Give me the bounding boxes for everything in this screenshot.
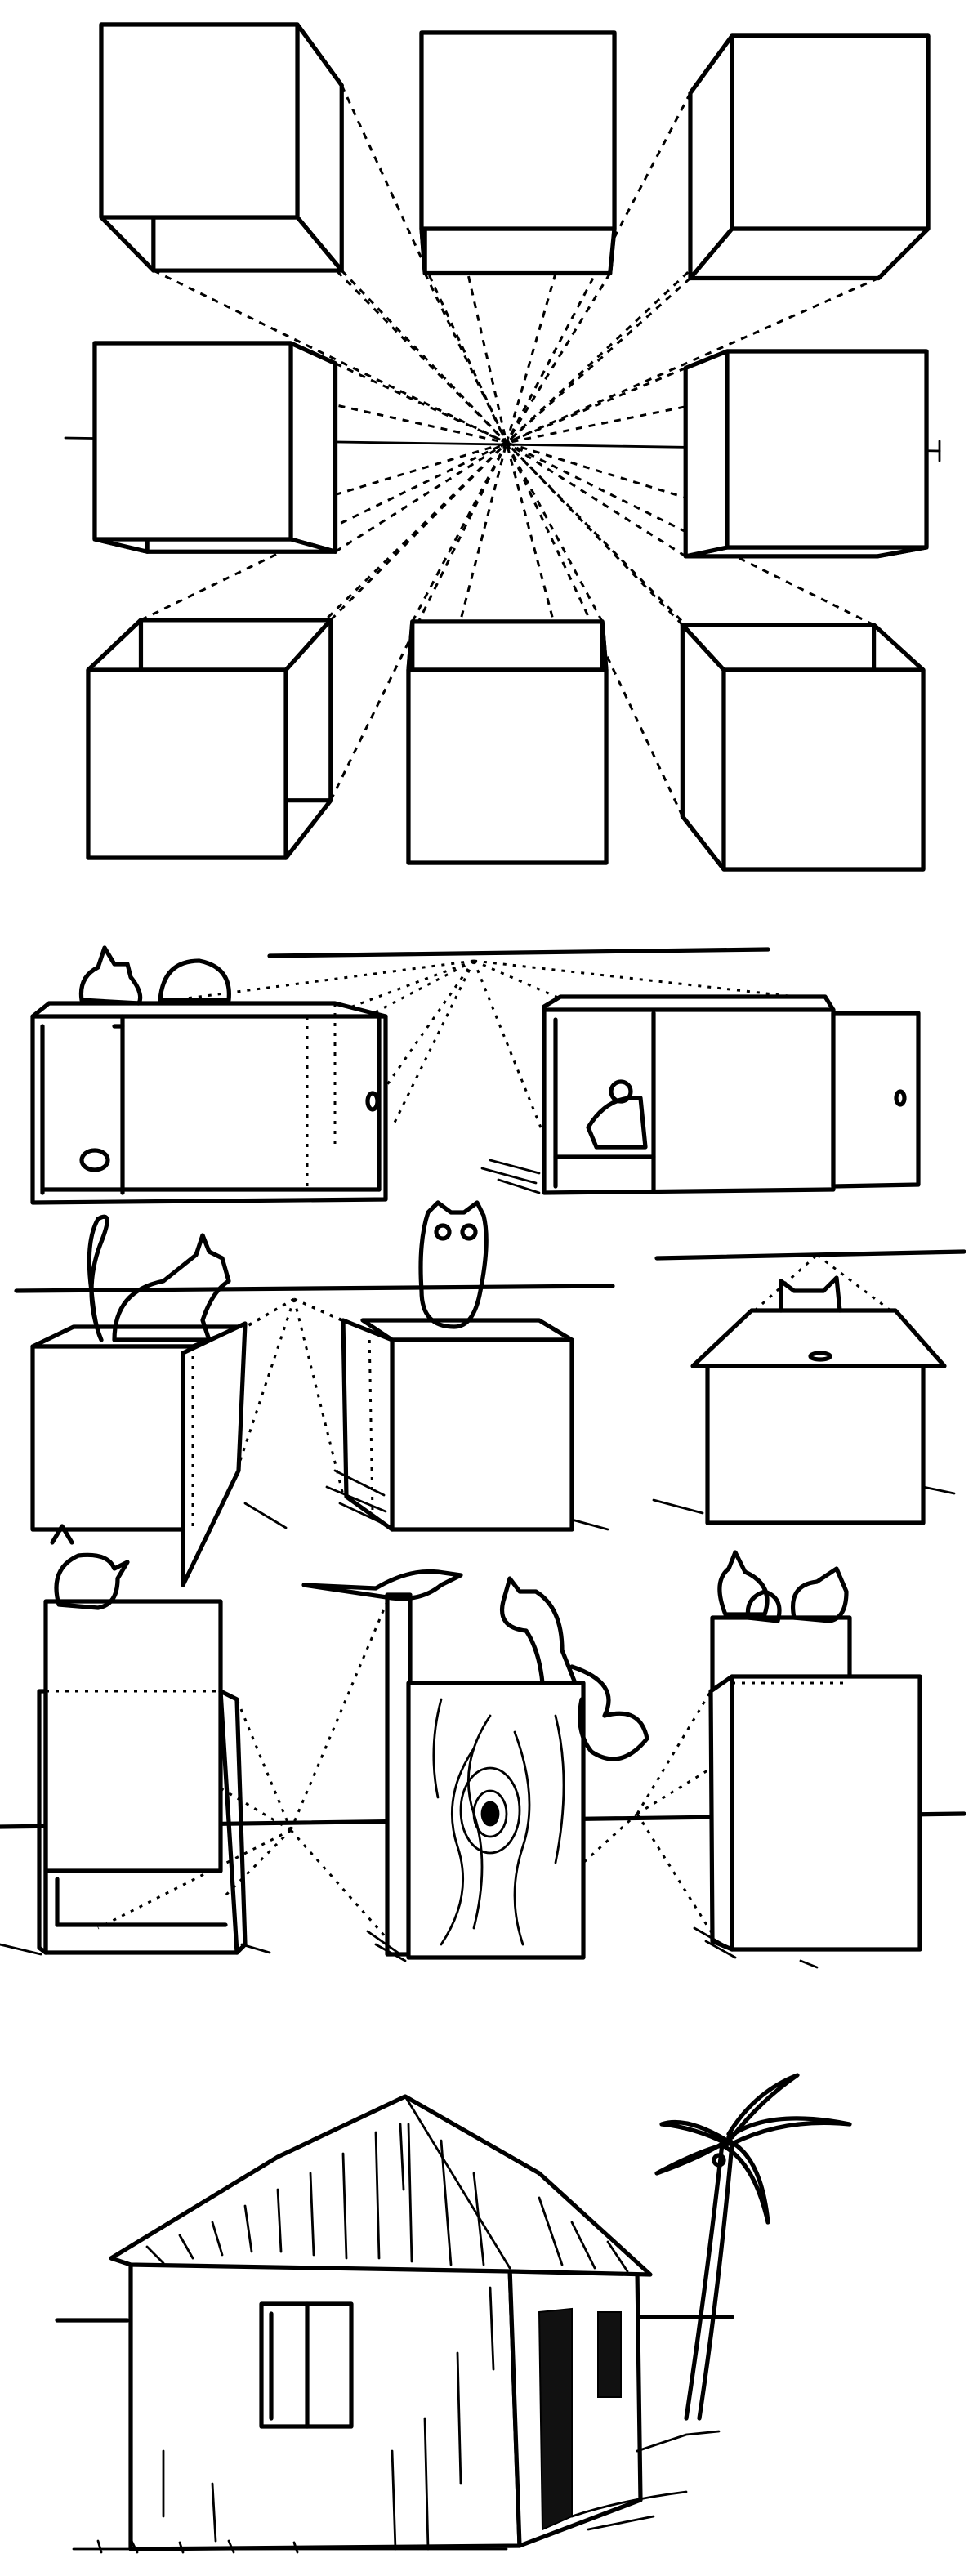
boxes-with-animals-figure [0, 945, 966, 1969]
cube-front-face [92, 341, 293, 542]
cube-side-face [419, 226, 617, 276]
stacked-boxes-left [37, 1524, 248, 1955]
squirrel-on-box [87, 1214, 231, 1342]
vanishing-line [505, 442, 684, 817]
cat-head-icon [779, 1275, 842, 1313]
vanishing-line [506, 441, 875, 627]
vanishing-line [505, 441, 684, 626]
vanishing-line [411, 442, 508, 623]
door-knob [365, 1091, 380, 1112]
cube [683, 349, 929, 559]
bird-on-post-icon [301, 1569, 463, 1601]
cube [688, 33, 931, 281]
vanishing-line [506, 277, 879, 444]
cube [86, 618, 333, 860]
wood-grain [432, 1698, 565, 1946]
cube-side-face [406, 619, 609, 672]
cube-front-face [86, 667, 288, 860]
owl-on-box [418, 1200, 489, 1329]
ground-shadows-row-3 [0, 1926, 819, 1969]
vanishing-line [505, 277, 691, 444]
box-with-open-door-left [30, 1001, 388, 1205]
vanishing-line [505, 272, 612, 444]
vanishing-line [423, 272, 508, 444]
squirrel-on-box [78, 945, 231, 1006]
vanishing-line [506, 441, 687, 558]
cube-side-face [680, 623, 726, 872]
cubes-perspective-figure [64, 22, 941, 872]
doorway [538, 2307, 573, 2531]
cube-group [86, 22, 931, 872]
door-knob [894, 1089, 907, 1107]
vanishing-line [506, 367, 686, 444]
vanishing-line [334, 362, 507, 444]
vanishing-line [505, 442, 604, 623]
vanishing-line [341, 270, 508, 444]
horizon-line-row-2-right [654, 1249, 966, 1261]
vanishing-line [140, 441, 507, 622]
cube [406, 619, 609, 865]
box-with-side-flap [30, 1321, 248, 1587]
box-with-left-flap [341, 1318, 574, 1532]
bird-icon [54, 1552, 130, 1610]
wooden-box-with-post [301, 1569, 649, 1960]
vanishing-line [153, 269, 507, 444]
cube [92, 341, 338, 554]
cube [419, 30, 617, 276]
cube-front-face [730, 33, 931, 231]
cube-side-face [288, 341, 338, 554]
cube-side-face [683, 349, 730, 559]
cube [680, 623, 926, 872]
vanishing-line [329, 441, 508, 621]
squirrel-icon [500, 1576, 649, 1761]
cube-front-face [725, 349, 929, 550]
box-with-sliding-door-right [542, 994, 921, 1195]
horizon-line-row-2 [14, 1284, 615, 1293]
hut [109, 2094, 653, 2551]
cube-front-face [406, 667, 609, 865]
thatched-roof [109, 2094, 653, 2277]
vanishing-line [334, 441, 507, 553]
stacked-boxes-right [708, 1550, 922, 1952]
thatch-strokes [145, 2095, 629, 2273]
cube-front-face [99, 22, 300, 220]
ground-shadows-row-1 [480, 1159, 541, 1194]
box-with-roof [690, 1275, 947, 1525]
ground-grass [72, 2430, 721, 2554]
birds-icon [717, 1550, 849, 1623]
snail-icon [79, 1148, 110, 1172]
cube-front-face [419, 30, 617, 231]
palm-tree [654, 2073, 852, 2421]
horizon-line-row-1 [267, 947, 770, 958]
wall-texture [162, 2286, 495, 2551]
cube-front-face [721, 667, 926, 872]
thatched-hut-figure [55, 2073, 852, 2554]
ground-shadows-row-2 [243, 1469, 956, 1531]
cube [99, 22, 344, 273]
small-window [597, 2311, 622, 2398]
